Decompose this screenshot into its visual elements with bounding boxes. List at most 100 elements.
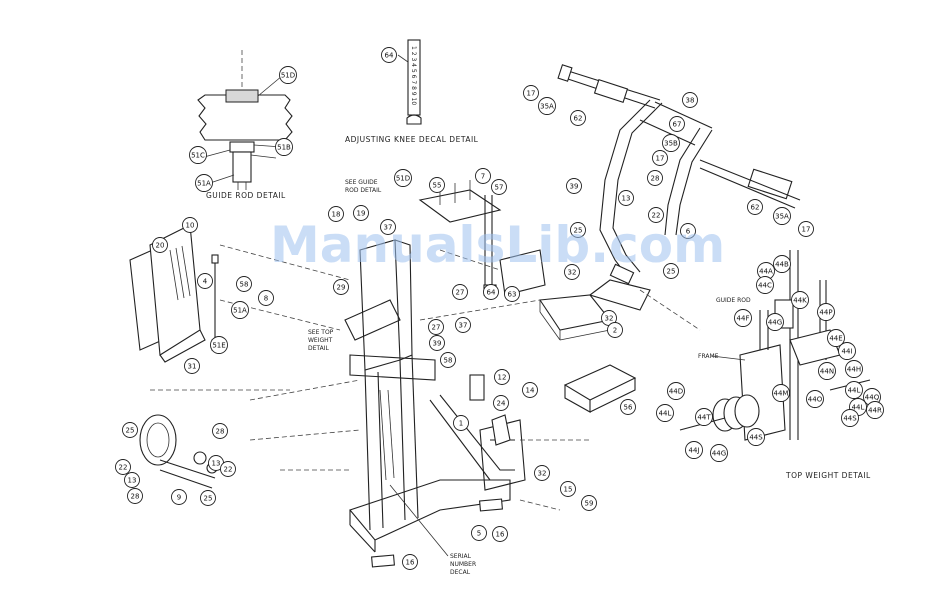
callout-9: 9 bbox=[171, 489, 187, 505]
callout-label: 44M bbox=[774, 390, 789, 398]
callout-44l: 44L bbox=[845, 381, 863, 399]
note-see-top-weight-2: WEIGHT bbox=[308, 337, 333, 344]
callout-label: 25 bbox=[574, 227, 583, 235]
callout-label: 35A bbox=[775, 213, 789, 221]
callout-label: 59 bbox=[585, 500, 594, 508]
note-see-guide-rod-2: ROD DETAIL bbox=[345, 187, 382, 194]
callout-44d: 44D bbox=[667, 382, 685, 400]
callout-label: 51C bbox=[191, 152, 205, 160]
callout-label: 44S bbox=[843, 415, 857, 423]
callout-label: 2 bbox=[613, 327, 617, 335]
callout-label: 28 bbox=[131, 493, 140, 501]
callout-label: 17 bbox=[527, 90, 536, 98]
callout-label: 44H bbox=[847, 366, 861, 374]
callout-label: 64 bbox=[385, 52, 394, 60]
callout-64: 64 bbox=[381, 47, 397, 63]
callout-44g: 44G bbox=[766, 313, 784, 331]
callout-label: 44G bbox=[768, 319, 782, 327]
callout-55: 55 bbox=[429, 177, 445, 193]
note-serial-3: DECAL bbox=[450, 569, 471, 576]
callout-label: 32 bbox=[538, 470, 547, 478]
callout-25: 25 bbox=[663, 263, 679, 279]
callout-37: 37 bbox=[380, 219, 396, 235]
callout-label: 13 bbox=[128, 477, 137, 485]
callout-label: 4 bbox=[203, 278, 208, 286]
callout-label: 25 bbox=[667, 268, 676, 276]
callout-20: 20 bbox=[152, 237, 168, 253]
callout-51a: 51A bbox=[231, 301, 249, 319]
callout-67: 67 bbox=[669, 116, 685, 132]
callout-57: 57 bbox=[491, 179, 507, 195]
callout-44r: 44R bbox=[866, 401, 884, 419]
callout-label: 44C bbox=[758, 282, 772, 290]
callout-label: 44B bbox=[775, 261, 789, 269]
callout-44s: 44S bbox=[747, 428, 765, 446]
callout-6: 6 bbox=[680, 223, 696, 239]
callout-64: 64 bbox=[483, 284, 499, 300]
callout-label: 12 bbox=[498, 374, 507, 382]
watermark: ManualsLib.com bbox=[270, 216, 725, 274]
callout-32: 32 bbox=[534, 465, 550, 481]
callout-label: 5 bbox=[477, 530, 481, 538]
callout-label: 14 bbox=[526, 387, 535, 395]
callout-label: 19 bbox=[357, 210, 366, 218]
shroud-panel bbox=[129, 224, 219, 363]
callout-32: 32 bbox=[564, 264, 580, 280]
callout-44m: 44M bbox=[772, 384, 790, 402]
callout-37: 37 bbox=[455, 317, 471, 333]
callout-label: 44K bbox=[793, 297, 807, 305]
callout-44e: 44E bbox=[827, 329, 845, 347]
callout-44h: 44H bbox=[845, 360, 863, 378]
note-see-top-weight-3: DETAIL bbox=[308, 345, 329, 352]
callout-label: 44O bbox=[808, 396, 823, 404]
callout-44l: 44L bbox=[656, 404, 674, 422]
callout-39: 39 bbox=[429, 335, 445, 351]
callout-label: 44L bbox=[848, 387, 861, 395]
callout-label: 44N bbox=[820, 368, 834, 376]
callout-51e: 51E bbox=[210, 336, 228, 354]
callout-35b: 35B bbox=[662, 134, 680, 152]
callout-13: 13 bbox=[618, 190, 634, 206]
callout-28: 28 bbox=[212, 423, 228, 439]
callout-44p: 44P bbox=[817, 303, 835, 321]
callout-label: 51A bbox=[197, 180, 211, 188]
callout-62: 62 bbox=[570, 110, 586, 126]
callout-44n: 44N bbox=[818, 362, 836, 380]
callout-22: 22 bbox=[648, 207, 664, 223]
callout-27: 27 bbox=[452, 284, 468, 300]
callout-label: 51E bbox=[212, 342, 225, 350]
callout-label: 22 bbox=[119, 464, 128, 472]
callout-label: 16 bbox=[406, 559, 415, 567]
note-guide-rod: GUIDE ROD bbox=[716, 297, 751, 304]
callout-label: 20 bbox=[156, 242, 165, 250]
caption-guide-rod-detail: GUIDE ROD DETAIL bbox=[206, 191, 286, 200]
callout-28: 28 bbox=[647, 170, 663, 186]
callout-31: 31 bbox=[184, 358, 200, 374]
adjusting-knee-decal-detail: 1 2 3 4 5 6 7 8 9 10 bbox=[397, 39, 422, 125]
callout-label: 62 bbox=[574, 115, 583, 123]
callout-label: 44L bbox=[852, 404, 865, 412]
callout-label: 38 bbox=[686, 97, 695, 105]
callout-label: 10 bbox=[186, 222, 195, 230]
callout-44t: 44T bbox=[695, 408, 713, 426]
callout-51d: 51D bbox=[279, 66, 297, 84]
callout-label: 58 bbox=[240, 281, 249, 289]
callout-44b: 44B bbox=[773, 255, 791, 273]
callout-16: 16 bbox=[492, 526, 508, 542]
callout-label: 44J bbox=[689, 447, 700, 455]
callout-label: 63 bbox=[508, 291, 517, 299]
callout-17: 17 bbox=[798, 221, 814, 237]
callout-label: 8 bbox=[264, 295, 268, 303]
callout-label: 13 bbox=[622, 195, 631, 203]
callout-label: 64 bbox=[487, 289, 496, 297]
callout-44g: 44G bbox=[710, 444, 728, 462]
callout-label: 51D bbox=[396, 175, 410, 183]
callout-5: 5 bbox=[471, 525, 487, 541]
callout-58: 58 bbox=[440, 352, 456, 368]
note-serial-2: NUMBER bbox=[450, 561, 476, 568]
callout-label: 27 bbox=[456, 289, 465, 297]
callout-label: 39 bbox=[433, 340, 442, 348]
callout-44k: 44K bbox=[791, 291, 809, 309]
callout-label: 44E bbox=[829, 335, 842, 343]
